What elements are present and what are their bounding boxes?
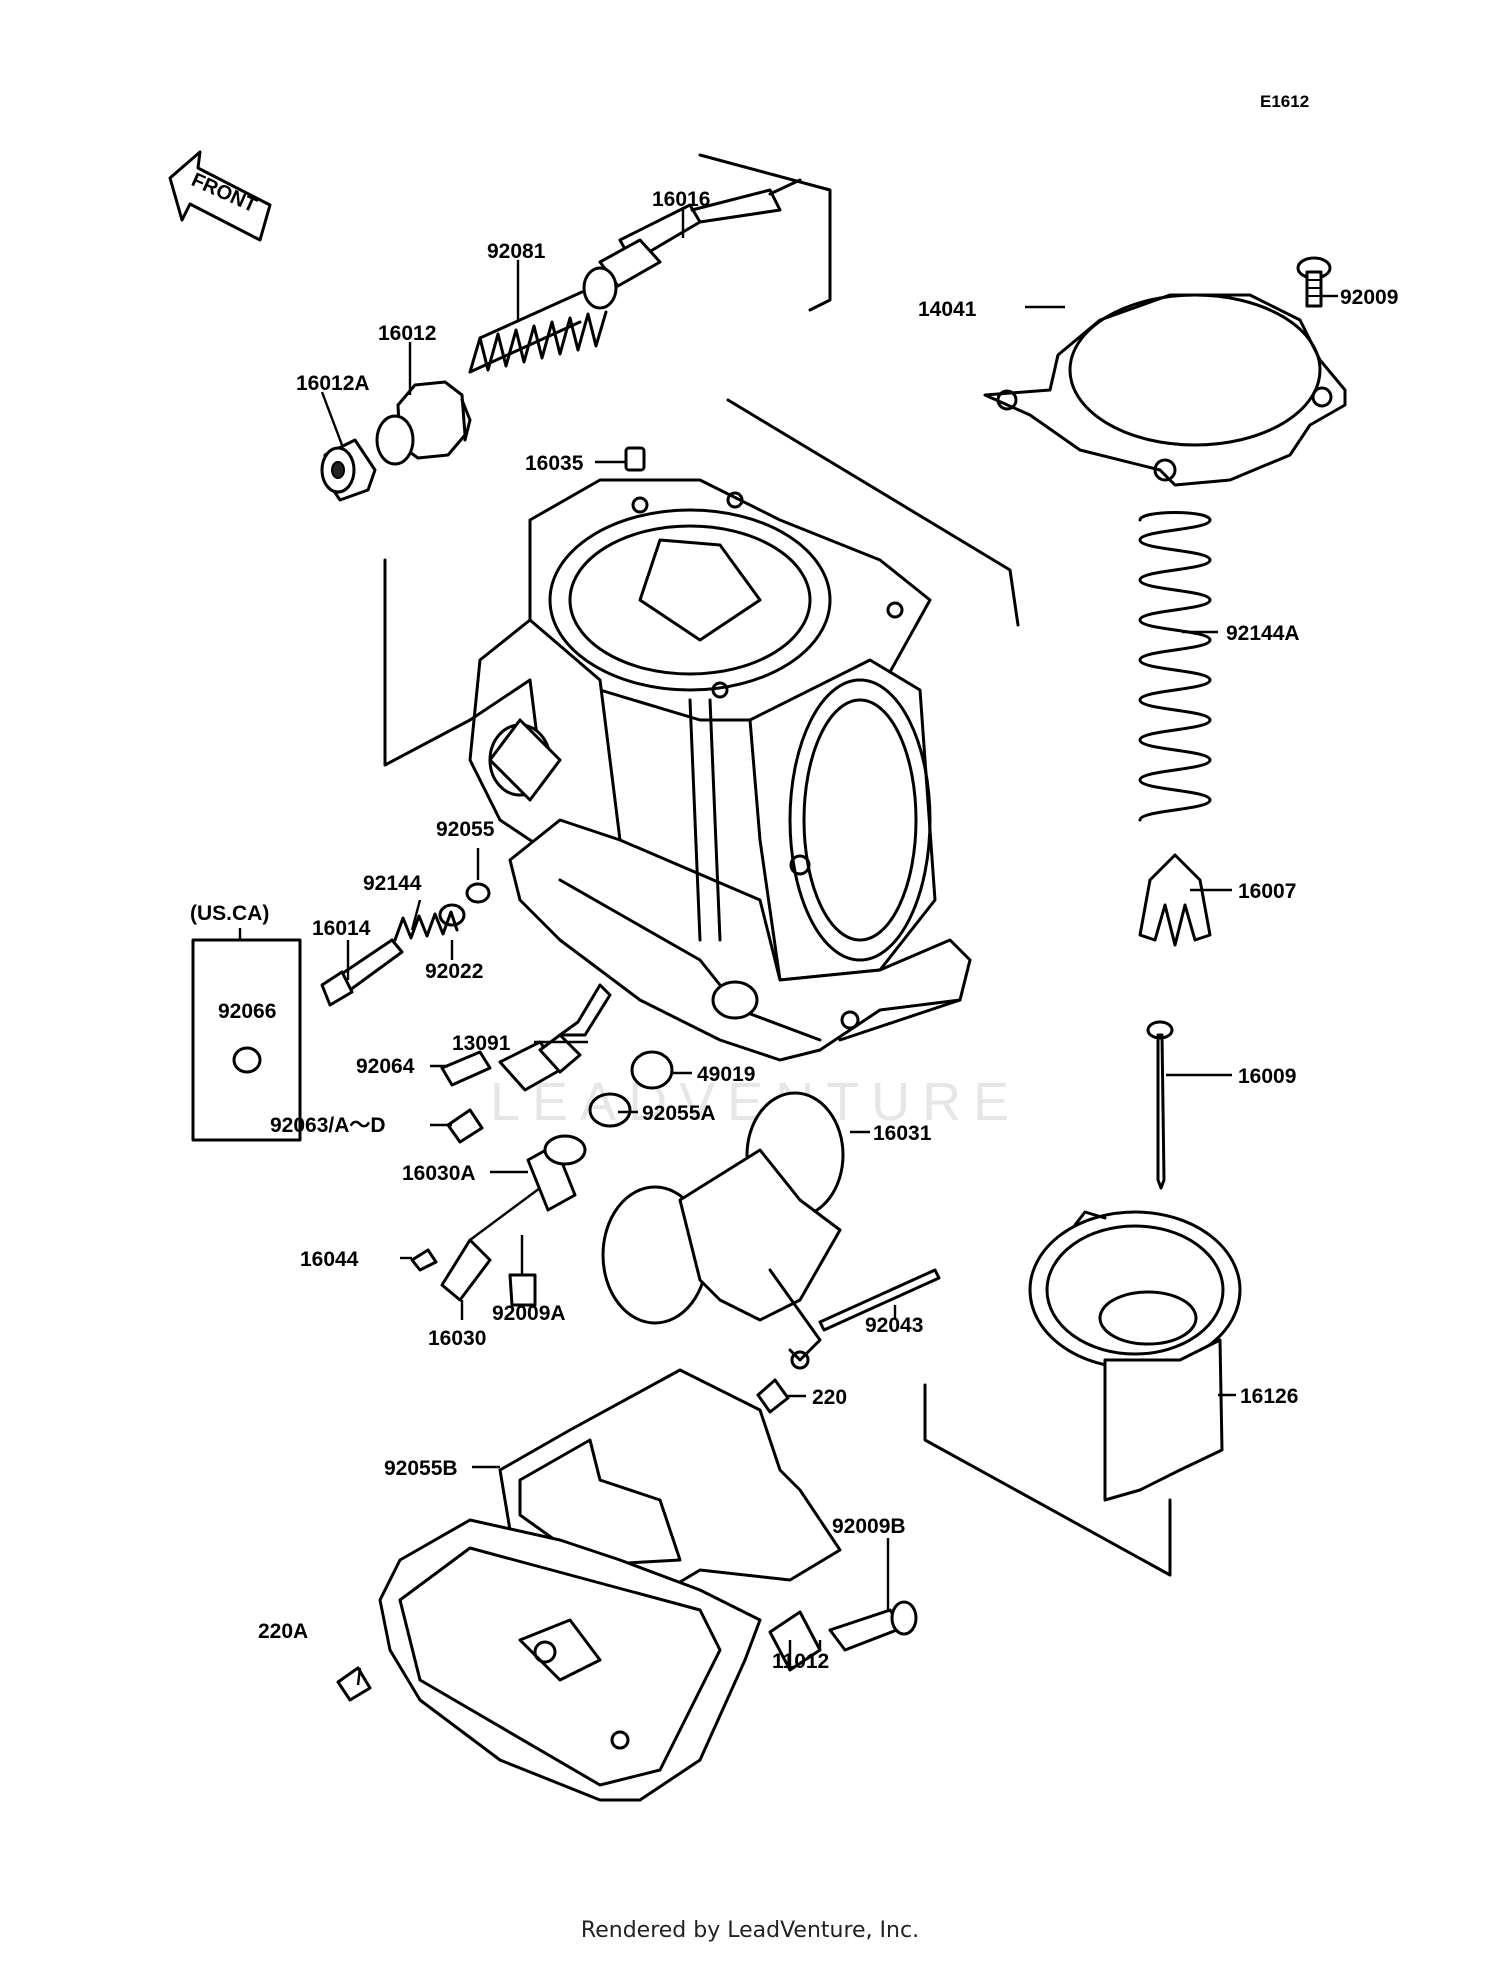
front-arrow-icon: FRONT: [168, 150, 272, 242]
part-label: 92063/A～D: [270, 1114, 386, 1137]
part-label: 92144: [363, 872, 422, 895]
screw-16014: [320, 938, 404, 1007]
screw-92009B: [828, 1600, 918, 1652]
part-label: 92009: [1340, 286, 1398, 309]
part-label: 16030A: [402, 1162, 476, 1185]
part-label: 16126: [1240, 1385, 1298, 1408]
footer-credit: Rendered by LeadVenture, Inc.: [580, 1918, 920, 1943]
ball-49019: [630, 1050, 674, 1090]
carburetor-body: [383, 398, 1020, 1062]
part-label: 16016: [652, 188, 710, 211]
inset-part-label: 92066: [218, 1000, 276, 1023]
part-label: 92055A: [642, 1102, 716, 1125]
cap-16012A: [320, 438, 377, 502]
part-label: 220A: [258, 1620, 308, 1643]
screw-92009: [1296, 256, 1332, 308]
part-label: 16044: [300, 1248, 359, 1271]
drawing-code: E1612: [1260, 92, 1310, 111]
pin-92043: [818, 1268, 941, 1332]
o-ring-92055: [465, 882, 491, 904]
part-label: 92043: [865, 1314, 923, 1337]
watermark: LEADVENTURE: [490, 1072, 1021, 1132]
part-label: 11012: [772, 1650, 829, 1673]
jet-92064: [440, 1050, 492, 1087]
holder-16007: [1138, 853, 1212, 947]
part-label: 13091: [452, 1032, 511, 1055]
part-label: 92009A: [492, 1302, 566, 1325]
float-bowl: [378, 1518, 762, 1802]
jet-92063: [446, 1108, 484, 1144]
part-label: 92144A: [1226, 622, 1300, 645]
part-label: 92055B: [384, 1457, 458, 1480]
screw-220: [756, 1378, 790, 1414]
inset-title: (US.CA): [190, 902, 269, 925]
jet-holder-13091: [498, 983, 612, 1092]
part-label: 16014: [312, 917, 371, 940]
part-label: 92081: [487, 240, 546, 263]
part-label: 14041: [918, 298, 977, 321]
float-valve-16030: [440, 1238, 492, 1302]
piston-16126: [923, 1210, 1242, 1577]
part-label: 92022: [425, 960, 483, 983]
part-label: 16031: [873, 1122, 932, 1145]
part-label: 92009B: [832, 1515, 906, 1538]
part-label: 16007: [1238, 880, 1296, 903]
part-label: 92055: [436, 818, 495, 841]
part-label: 16009: [1238, 1065, 1296, 1088]
float-16031: [601, 1091, 845, 1370]
part-label: 92064: [356, 1055, 415, 1078]
spring-92144A: [1138, 511, 1212, 822]
screw-220A: [336, 1666, 372, 1702]
part-label: 16035: [525, 452, 584, 475]
part-label: 49019: [697, 1063, 755, 1086]
plunger-16016: [582, 153, 832, 312]
leader-lines: [320, 207, 1338, 1686]
part-label: 220: [812, 1386, 847, 1409]
o-ring-92055A: [588, 1092, 632, 1128]
spring-92144: [393, 910, 459, 942]
inset-box-us-ca: (US.CA) 92066: [190, 902, 302, 1142]
screw-92009A: [508, 1273, 537, 1307]
part-label: 16012A: [296, 372, 370, 395]
part-label: 16030: [428, 1327, 486, 1350]
spring-92081: [468, 290, 608, 374]
valve-16030A: [526, 1134, 587, 1212]
part-label: 16012: [378, 322, 436, 345]
plug-16035: [624, 446, 646, 472]
nut-16012: [375, 380, 472, 466]
needle-16009: [1146, 1020, 1174, 1190]
cover-14041: [983, 293, 1347, 487]
part-labels: 16016 92081 16012 16012A 16035 14041 920…: [258, 188, 1398, 1673]
clip-16044: [410, 1248, 438, 1272]
